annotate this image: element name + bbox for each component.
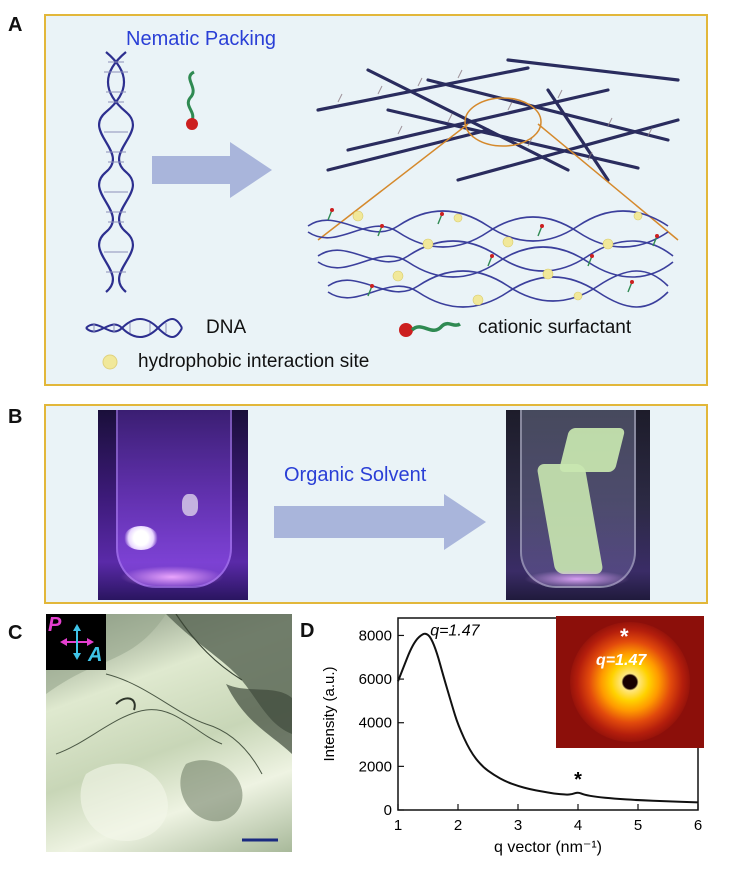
inset-star: * bbox=[620, 624, 629, 649]
surfactant-molecule bbox=[186, 70, 198, 130]
organic-solvent-label: Organic Solvent bbox=[284, 464, 427, 486]
site-legend-icon bbox=[102, 354, 118, 370]
crossed-arrows-icon bbox=[60, 624, 94, 660]
dna-helix-vertical bbox=[98, 51, 134, 293]
panel-d-label: D bbox=[300, 620, 315, 642]
legend-surfactant-label: cationic surfactant bbox=[478, 317, 632, 338]
arrow-right-icon bbox=[152, 142, 272, 198]
vial-photo-before bbox=[98, 410, 248, 600]
polarized-micrograph: P A bbox=[46, 614, 292, 852]
saxs-inset: * q=1.47 bbox=[556, 616, 704, 748]
x-tick-label: 6 bbox=[694, 817, 702, 834]
panel-a-label: A bbox=[8, 14, 23, 36]
zoomed-assembly-illustration bbox=[307, 208, 674, 308]
polarizer-label: P bbox=[48, 614, 62, 636]
panel-b-frame: Organic Solvent bbox=[44, 404, 708, 604]
panel-c-label: C bbox=[8, 622, 23, 644]
y-tick-label: 8000 bbox=[359, 627, 392, 644]
analyzer-label: A bbox=[88, 644, 103, 666]
panel-a-frame: Nematic Packing bbox=[44, 14, 708, 386]
polarizer-analyzer-box: P A bbox=[46, 614, 106, 670]
inset-peak-label: q=1.47 bbox=[596, 652, 647, 669]
x-tick-label: 5 bbox=[634, 817, 642, 834]
x-tick-label: 4 bbox=[574, 817, 582, 834]
legend-dna-label: DNA bbox=[206, 317, 247, 338]
panel-b-label: B bbox=[8, 406, 23, 428]
vial-photo-after bbox=[506, 410, 650, 600]
y-tick-label: 0 bbox=[384, 802, 392, 819]
x-axis-label: q vector (nm⁻¹) bbox=[494, 839, 602, 856]
y-tick-label: 2000 bbox=[359, 758, 392, 775]
solvent-arrow-icon bbox=[274, 494, 486, 550]
micrograph-texture bbox=[46, 614, 292, 842]
chart-peak-annotation: q=1.47 bbox=[430, 622, 480, 639]
nematic-network-illustration bbox=[316, 58, 680, 182]
surfactant-legend-icon bbox=[399, 321, 461, 337]
x-tick-label: 2 bbox=[454, 817, 462, 834]
x-tick-label: 3 bbox=[514, 817, 522, 834]
intensity-series-line bbox=[397, 632, 699, 804]
zoom-lines bbox=[317, 123, 679, 241]
x-tick-label: 1 bbox=[394, 817, 402, 834]
y-axis-label: Intensity (a.u.) bbox=[321, 666, 338, 761]
y-tick-label: 6000 bbox=[359, 671, 392, 688]
chart-star-annotation: * bbox=[574, 769, 582, 791]
nematic-packing-title: Nematic Packing bbox=[126, 28, 277, 50]
y-tick-label: 4000 bbox=[359, 715, 392, 732]
dna-legend-icon bbox=[85, 318, 183, 338]
legend-site-label: hydrophobic interaction site bbox=[138, 351, 370, 372]
